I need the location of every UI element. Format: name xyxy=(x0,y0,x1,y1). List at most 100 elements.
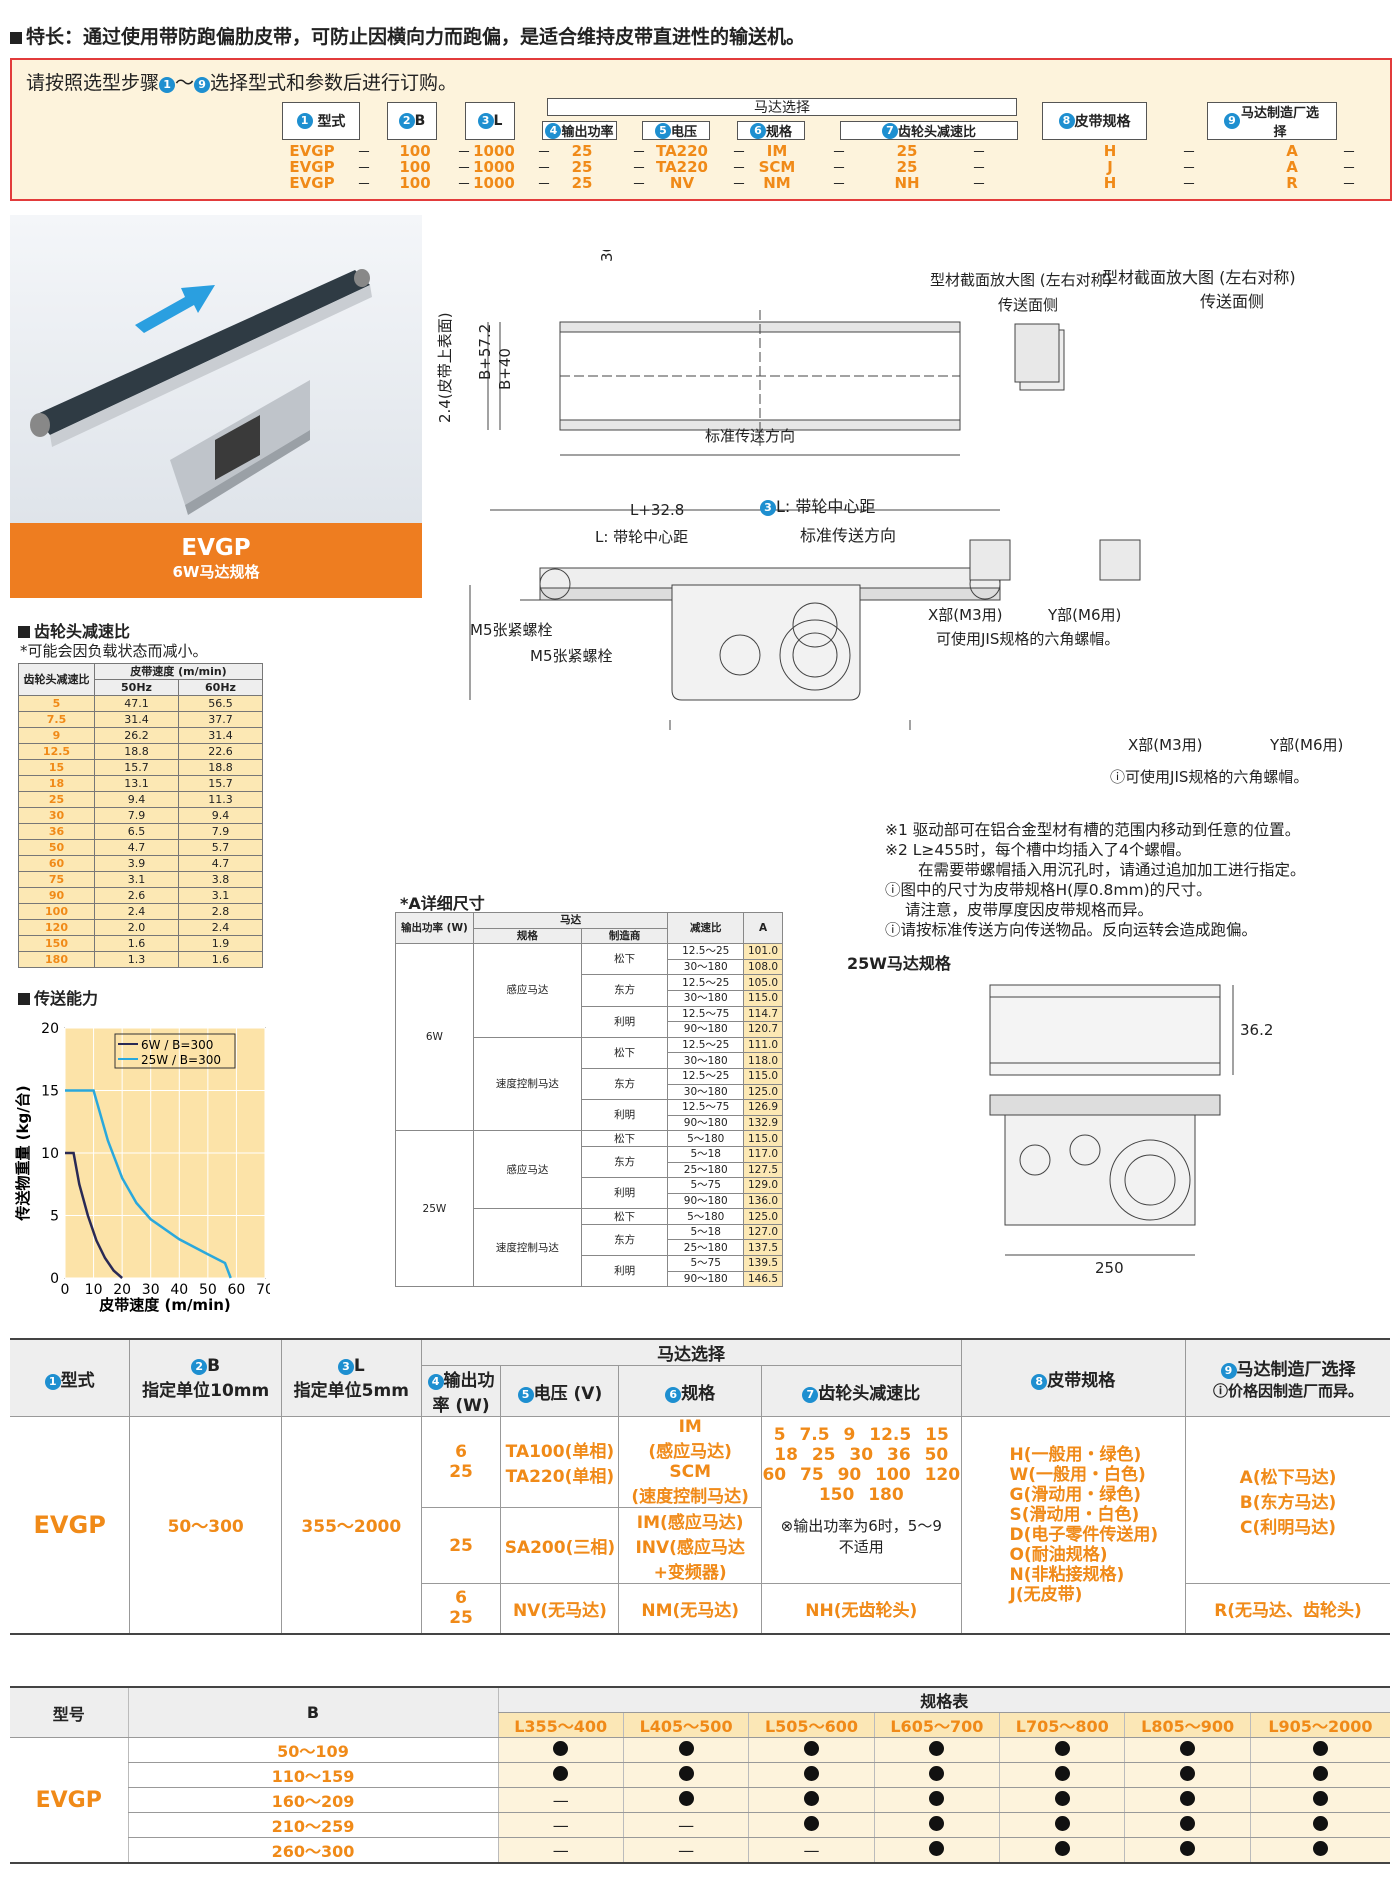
selection-value: H xyxy=(1103,142,1117,160)
selection-dash: － xyxy=(1182,145,1196,161)
selection-dash: － xyxy=(537,177,551,193)
spec-col-header: L905～2000 xyxy=(1249,1712,1390,1738)
y-part-label: Y部(M6用) xyxy=(1270,736,1344,754)
selection-dash: － xyxy=(832,177,846,193)
selection-value: H xyxy=(1103,174,1117,192)
selection-dash: － xyxy=(632,177,646,193)
chart-title: 传送能力 xyxy=(18,985,98,1009)
selection-value: 25 xyxy=(571,158,593,176)
selection-dash: － xyxy=(1342,161,1356,177)
available-dot xyxy=(1180,1815,1196,1831)
svg-text:L: 带轮中心距: L: 带轮中心距 xyxy=(595,528,688,546)
selection-value: 25 xyxy=(571,174,593,192)
selection-dash: － xyxy=(1182,177,1196,193)
selection-dash: － xyxy=(1342,145,1356,161)
selection-dash: － xyxy=(732,161,746,177)
available-dot xyxy=(1312,1740,1328,1756)
spec-col-header: L605～700 xyxy=(873,1712,1000,1738)
a-detail-title: *A详细尺寸 xyxy=(400,894,485,913)
product-spec: 6W马达规格 xyxy=(172,563,260,581)
table-row: 110～159 xyxy=(10,1762,1390,1788)
selection-value: SCM xyxy=(758,158,796,176)
w25-label: 25W马达规格 xyxy=(847,954,951,973)
selection-dash: － xyxy=(457,177,471,193)
selection-dash: － xyxy=(632,161,646,177)
selection-value: 25 xyxy=(896,142,918,160)
selection-dash: － xyxy=(632,145,646,161)
svg-text:36.2: 36.2 xyxy=(1240,1021,1273,1039)
conveying-side: 传送面侧 xyxy=(1200,292,1265,311)
svg-text:传送面侧: 传送面侧 xyxy=(998,296,1058,314)
section-title: 型材截面放大图 (左右对称) xyxy=(1102,268,1296,287)
selection-value: EVGP xyxy=(289,158,335,176)
available-dot xyxy=(803,1740,819,1756)
series-line xyxy=(65,1089,232,1279)
x-tick-label: 60 xyxy=(228,1282,246,1298)
svg-text:36.2: 36.2 xyxy=(598,250,616,262)
selection-value: R xyxy=(1286,174,1298,192)
product-name: EVGP xyxy=(181,535,251,561)
x-tick-label: 50 xyxy=(199,1282,217,1298)
selection-dash: － xyxy=(732,145,746,161)
selection-dash: － xyxy=(732,177,746,193)
svg-text:250: 250 xyxy=(1095,1259,1124,1277)
selection-dash: － xyxy=(457,161,471,177)
selection-value: TA220 xyxy=(656,158,708,176)
selection-value: NM xyxy=(763,174,791,192)
selection-dash: － xyxy=(1342,177,1356,193)
available-dot xyxy=(803,1790,819,1806)
selection-dash: － xyxy=(972,161,986,177)
selection-value: EVGP xyxy=(289,142,335,160)
available-dot xyxy=(1054,1765,1070,1781)
y-tick-label: 15 xyxy=(41,1084,59,1100)
svg-text:Y部(M6用): Y部(M6用) xyxy=(1047,606,1121,624)
selection-dash: － xyxy=(972,177,986,193)
product-label: EVGP 6W马达规格 xyxy=(10,523,422,598)
selection-dash: － xyxy=(457,145,471,161)
svg-text:标准传送方向: 标准传送方向 xyxy=(705,427,795,445)
selection-dash: － xyxy=(832,161,846,177)
legend-label: 6W / B=300 xyxy=(141,1038,213,1052)
selection-dash: － xyxy=(972,145,986,161)
selection-value: NH xyxy=(894,174,920,192)
selection-value: 1000 xyxy=(473,142,515,160)
available-dot xyxy=(929,1740,945,1756)
available-dot xyxy=(678,1740,694,1756)
selection-dash: － xyxy=(832,145,846,161)
spec-col-header: L405～500 xyxy=(622,1712,749,1738)
square-bullet-icon xyxy=(10,32,22,44)
selection-value: 25 xyxy=(571,142,593,160)
std-dir-label: 标准传送方向 xyxy=(800,526,897,545)
x-tick-label: 70 xyxy=(256,1282,270,1298)
available-dot xyxy=(929,1790,945,1806)
svg-text:L+32.8: L+32.8 xyxy=(630,501,684,519)
x-tick-label: 10 xyxy=(85,1282,103,1298)
m5-screw-label: M5张紧螺栓 xyxy=(530,647,613,665)
